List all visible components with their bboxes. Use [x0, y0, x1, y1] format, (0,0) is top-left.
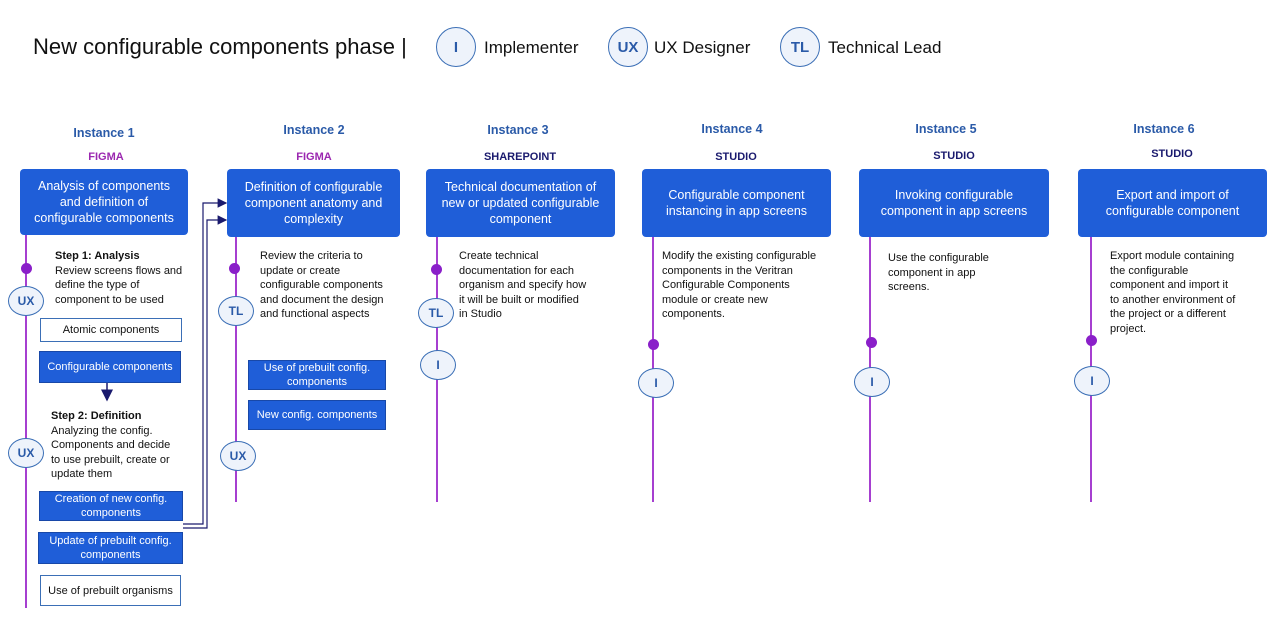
- instance-5-title: Instance 5: [915, 122, 977, 136]
- instance-6-dot: [1086, 335, 1097, 346]
- instance-3-dot: [431, 264, 442, 275]
- instance-2-text: Review the criteria to update or create …: [260, 250, 384, 320]
- instance-6-role-i: I: [1074, 366, 1110, 396]
- instance-1-role-ux-2: UX: [8, 438, 44, 468]
- instance-1-step2: Step 2: Definition Analyzing the config.…: [51, 409, 181, 482]
- option-configurable-components[interactable]: Configurable components: [39, 351, 181, 383]
- instance-1-box: Analysis of components and definition of…: [20, 169, 188, 235]
- instance-6-box: Export and import of configurable compon…: [1078, 169, 1267, 237]
- instance-3-role-i: I: [420, 350, 456, 380]
- instance-1-timeline: [25, 235, 27, 608]
- instance-2-timeline: [235, 237, 237, 502]
- arrow-update-to-instance2: [183, 198, 228, 525]
- option-use-prebuilt-organisms[interactable]: Use of prebuilt organisms: [40, 575, 181, 606]
- option-use-prebuilt-config[interactable]: Use of prebuilt config. components: [248, 360, 386, 390]
- instance-3-box: Technical documentation of new or update…: [426, 169, 615, 237]
- step2-text: Analyzing the config. Components and dec…: [51, 424, 171, 481]
- instance-1-tool: FIGMA: [88, 151, 124, 163]
- legend-technical-lead-label: Technical Lead: [828, 38, 942, 57]
- instance-4-text: Modify the existing configurable compone…: [662, 250, 817, 320]
- instance-2-box: Definition of configurable component ana…: [227, 169, 400, 237]
- instance-3-text: Create technical documentation for each …: [459, 250, 587, 320]
- instance-2-tool: FIGMA: [296, 151, 332, 163]
- arrow-creation-to-instance2: [183, 215, 228, 529]
- option-new-config-components[interactable]: New config. components: [248, 400, 386, 430]
- step2-title: Step 2: Definition: [51, 410, 142, 422]
- instance-3-role-tl: TL: [418, 298, 454, 328]
- instance-3-tool: SHAREPOINT: [483, 151, 557, 163]
- legend-technical-lead-icon: TL: [780, 27, 820, 67]
- instance-1-role-ux-1: UX: [8, 286, 44, 316]
- legend-ux-designer-label: UX Designer: [654, 38, 751, 57]
- legend-ux-designer-icon: UX: [608, 27, 648, 67]
- option-update-prebuilt-config[interactable]: Update of prebuilt config. components: [38, 532, 183, 564]
- instance-4-title: Instance 4: [701, 122, 763, 136]
- instance-3-title: Instance 3: [487, 123, 549, 137]
- instance-2-title: Instance 2: [283, 123, 345, 137]
- instance-2-dot: [229, 263, 240, 274]
- instance-5-box: Invoking configurable component in app s…: [859, 169, 1049, 237]
- legend-implementer-label: Implementer: [484, 38, 579, 57]
- step1-title: Step 1: Analysis: [55, 250, 140, 262]
- instance-5-text: Use the configurable component in app sc…: [888, 252, 989, 293]
- instance-1-title: Instance 1: [73, 126, 135, 140]
- instance-4-role-i: I: [638, 368, 674, 398]
- instance-6-title: Instance 6: [1133, 122, 1195, 136]
- instance-6-text: Export module containing the configurabl…: [1110, 250, 1236, 335]
- instance-5-tool: STUDIO: [933, 150, 975, 162]
- instance-5-dot: [866, 337, 877, 348]
- option-atomic-components[interactable]: Atomic components: [40, 318, 182, 342]
- instance-6-tool: STUDIO: [1151, 148, 1193, 160]
- legend-implementer-icon: I: [436, 27, 476, 67]
- instance-4-dot: [648, 339, 659, 350]
- instance-1-dot: [21, 263, 32, 274]
- instance-1-step1: Step 1: Analysis Review screens flows an…: [55, 249, 185, 307]
- instance-5-role-i: I: [854, 367, 890, 397]
- page-title: New configurable components phase |: [33, 34, 407, 59]
- instance-4-box: Configurable component instancing in app…: [642, 169, 831, 237]
- instance-2-role-tl: TL: [218, 296, 254, 326]
- step1-text: Review screens flows and define the type…: [55, 264, 183, 306]
- instance-4-tool: STUDIO: [715, 151, 757, 163]
- instance-2-role-ux: UX: [220, 441, 256, 471]
- option-creation-new-config[interactable]: Creation of new config. components: [39, 491, 183, 521]
